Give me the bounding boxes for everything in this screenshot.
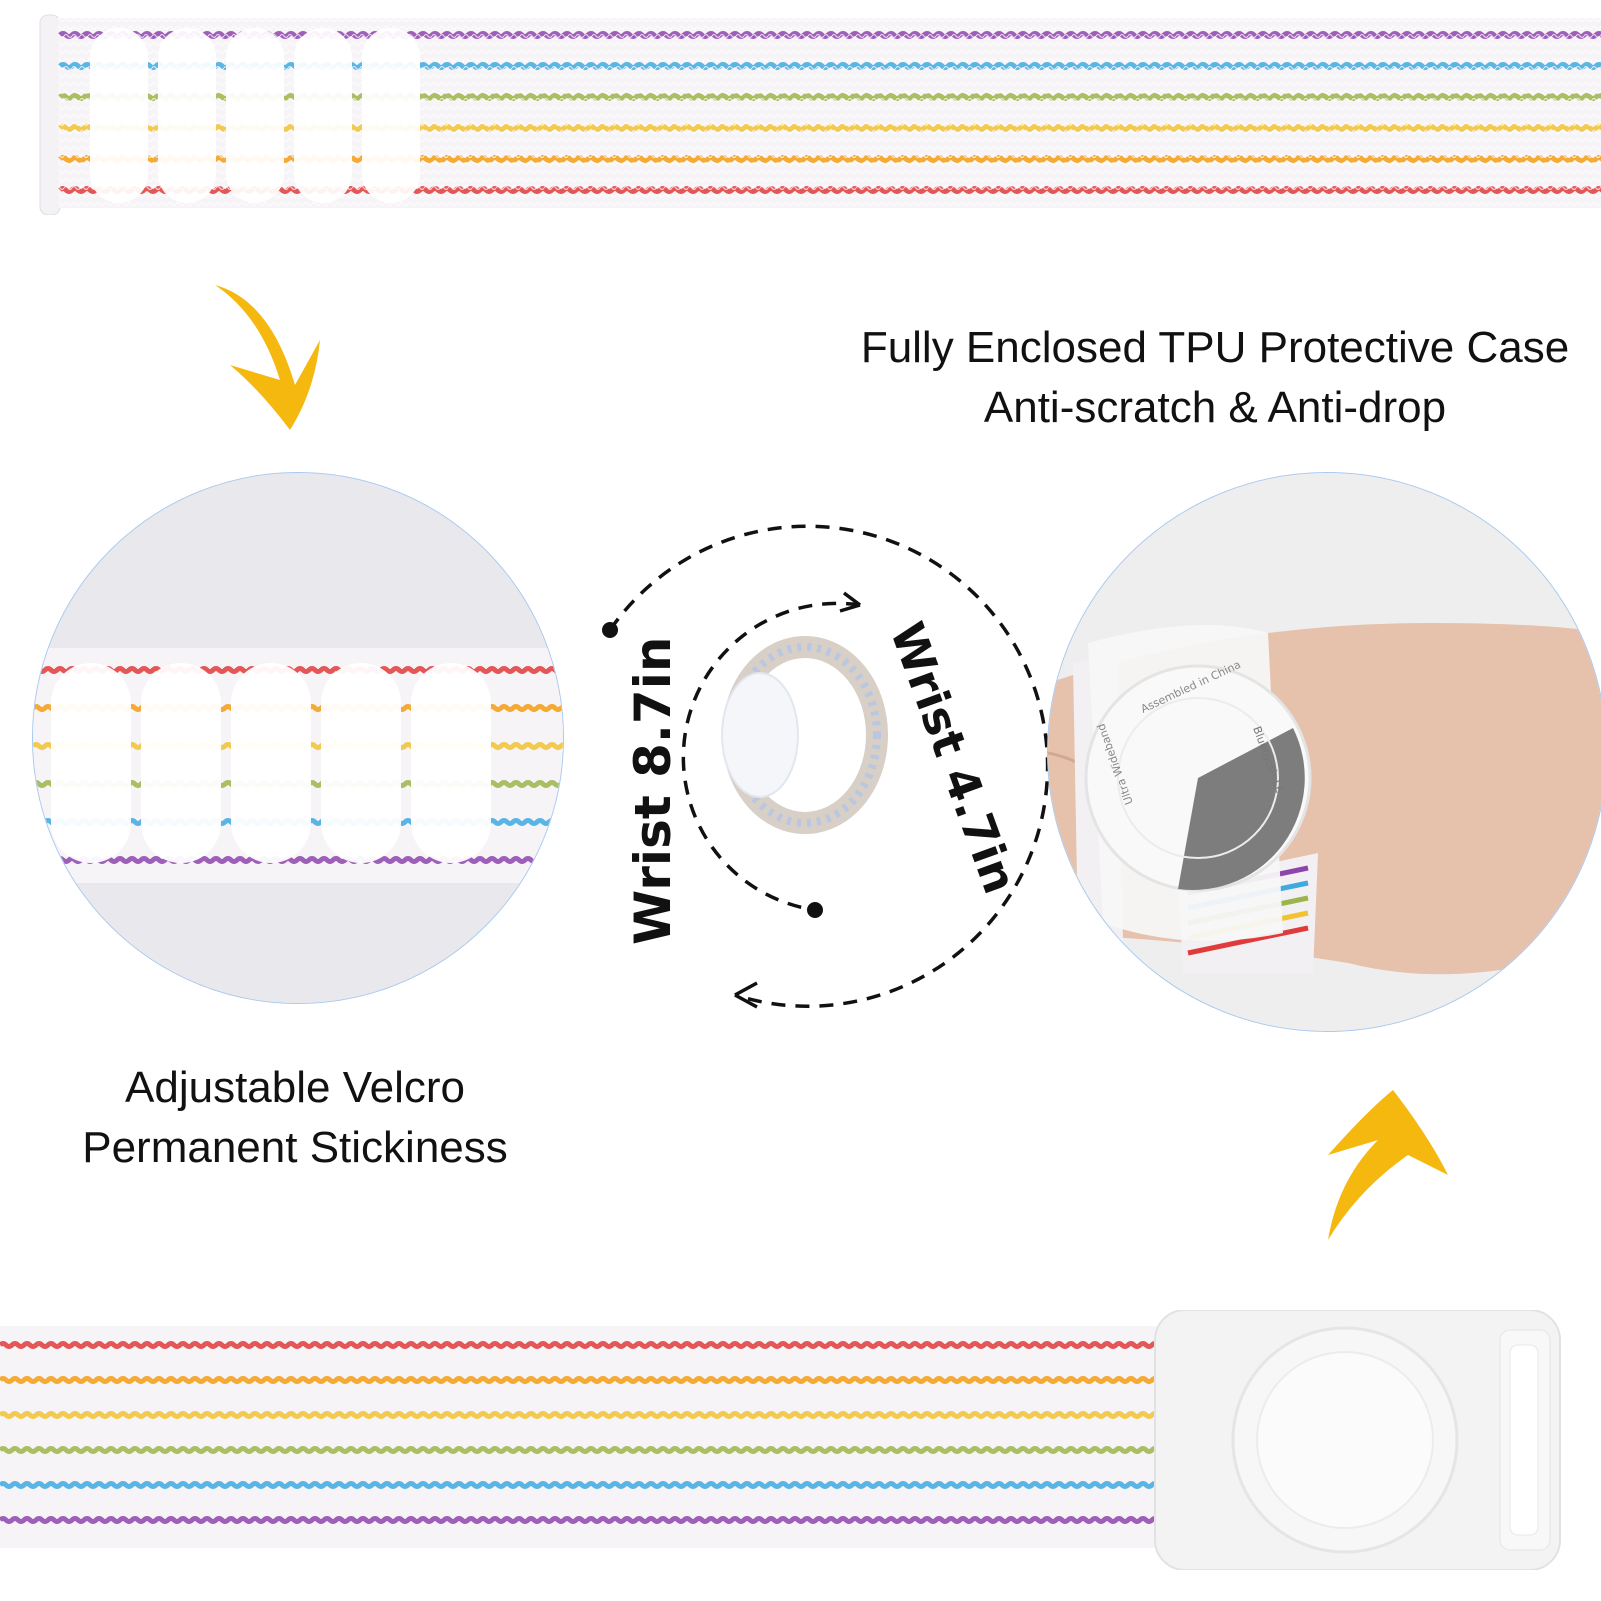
inner-size-label: Wrist 4.7in	[880, 615, 1028, 900]
top-velcro-pads	[90, 28, 420, 203]
arrow-down-icon	[215, 285, 320, 430]
closeup-stripe	[33, 856, 563, 864]
outer-size-label: Wrist 8.7in	[624, 637, 682, 945]
velcro-caption-line2: Permanent Stickiness	[82, 1123, 508, 1172]
arrow-up-icon	[1328, 1090, 1448, 1240]
closeup-stripe	[33, 666, 563, 674]
bottom-strap-stripe	[0, 1481, 1178, 1489]
silicone-case	[1154, 1310, 1561, 1570]
wrist-photo-image: Assembled in China Bluetooth LE Ultra Wi…	[1048, 473, 1601, 1031]
velcro-closeup-image	[33, 473, 563, 1003]
closeup-velcro-pads	[51, 663, 491, 863]
velcro-closeup-circle	[32, 472, 564, 1004]
bottom-strap-stripe	[0, 1376, 1178, 1384]
tpu-caption-line2: Anti-scratch & Anti-drop	[983, 383, 1447, 432]
mini-bracelet-image	[721, 636, 888, 834]
bottom-strap-stripe	[0, 1446, 1178, 1454]
tpu-caption: Fully Enclosed TPU Protective Case Anti-…	[845, 318, 1585, 438]
bottom-strap-stripe	[0, 1341, 1178, 1349]
tpu-caption-line1: Fully Enclosed TPU Protective Case	[860, 323, 1570, 372]
wrist-photo-circle: Assembled in China Bluetooth LE Ultra Wi…	[1047, 472, 1601, 1032]
velcro-caption: Adjustable Velcro Permanent Stickiness	[25, 1058, 565, 1178]
bottom-strap	[0, 1310, 1561, 1570]
wrist-size-diagram: Wrist 4.7in Wrist 8.7in	[602, 524, 1050, 1009]
bottom-strap-stripe	[0, 1411, 1178, 1419]
top-strap	[39, 14, 1601, 215]
velcro-caption-line1: Adjustable Velcro	[125, 1063, 465, 1112]
bottom-strap-stripe	[0, 1516, 1178, 1524]
